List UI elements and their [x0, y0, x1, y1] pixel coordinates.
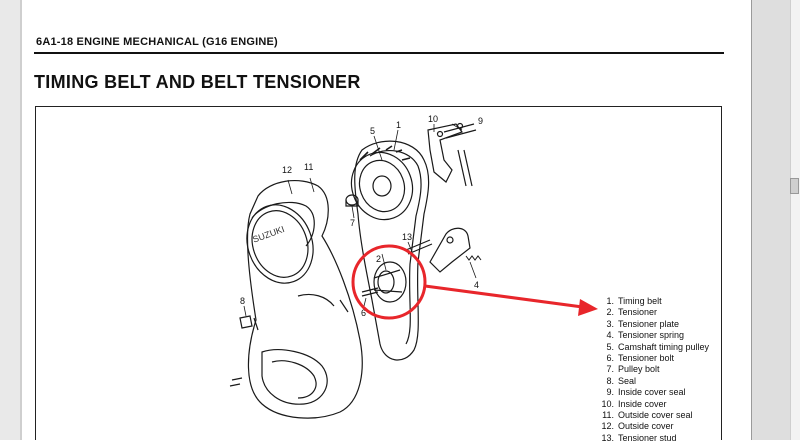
- legend-number: 5.: [606, 341, 614, 352]
- legend-item: 5. Camshaft timing pulley: [596, 342, 709, 353]
- tensioner-stud: [405, 239, 433, 255]
- parts-legend: 1. Timing belt 2. Tensioner 3. Tensioner plat…: [596, 296, 709, 444]
- annotation-circle: [351, 244, 427, 320]
- legend-label: Outside cover: [618, 421, 674, 432]
- legend-item: 1. Timing belt: [596, 296, 709, 307]
- left-window-margin: [0, 0, 20, 440]
- callout-6: 6: [361, 308, 366, 318]
- callout-5: 5: [370, 126, 375, 136]
- legend-label: Outside cover seal: [618, 410, 693, 421]
- callout-11: 11: [304, 162, 313, 172]
- tensioner-plate: [429, 227, 471, 273]
- tensioner-bolt: [361, 287, 379, 297]
- callout-4: 4: [474, 280, 479, 290]
- legend-number: 13.: [601, 432, 614, 443]
- figure-frame: [35, 106, 722, 440]
- legend-label: Tensioner stud: [618, 432, 677, 443]
- legend-number: 10.: [601, 398, 614, 409]
- legend-item: 9. Inside cover seal: [596, 387, 709, 398]
- callout-9: 9: [478, 116, 483, 126]
- legend-item: 12. Outside cover: [596, 421, 709, 432]
- timing-belt: [354, 140, 430, 361]
- tensioner-pulley: [373, 261, 407, 303]
- legend-number: 9.: [606, 387, 614, 398]
- callout-8: 8: [240, 296, 245, 306]
- legend-number: 1.: [606, 296, 614, 306]
- callout-2: 2: [376, 254, 381, 264]
- legend-item: 7. Pulley bolt: [596, 364, 709, 375]
- vertical-scrollbar[interactable]: [790, 0, 800, 440]
- legend-number: 8.: [606, 375, 614, 386]
- outside-cover-disc: [246, 204, 314, 284]
- callout-12: 12: [282, 165, 292, 175]
- legend-item: 3. Tensioner plate: [596, 319, 709, 330]
- callout-10: 10: [428, 114, 438, 124]
- legend-number: 2.: [606, 307, 614, 318]
- legend-number: 4.: [606, 330, 614, 341]
- legend-item: 10. Inside cover: [596, 399, 709, 410]
- cover-lettering: SUZUKI: [251, 224, 285, 245]
- legend-label: Timing belt: [618, 296, 662, 306]
- legend-item: 8. Seal: [596, 376, 709, 387]
- legend-label: Inside cover seal: [618, 387, 686, 398]
- legend-item: 13. Tensioner stud: [596, 433, 709, 444]
- legend-item: 2. Tensioner: [596, 307, 709, 318]
- legend-label: Inside cover: [618, 398, 667, 409]
- callout-7: 7: [350, 218, 355, 228]
- inside-cover-plate: [427, 123, 463, 183]
- legend-number: 7.: [606, 364, 614, 375]
- legend-label: Tensioner plate: [618, 318, 680, 329]
- outside-cover-rim: [251, 201, 315, 247]
- legend-item: 6. Tensioner bolt: [596, 353, 709, 364]
- legend-number: 3.: [606, 318, 614, 329]
- legend-number: 12.: [601, 421, 614, 432]
- callout-1: 1: [396, 120, 401, 130]
- section-title: TIMING BELT AND BELT TENSIONER: [34, 72, 361, 92]
- legend-label: Seal: [618, 375, 637, 386]
- left-margin-edge: [20, 0, 22, 440]
- legend-label: Tensioner spring: [618, 330, 685, 341]
- callout-13: 13: [402, 232, 412, 242]
- legend-label: Tensioner: [618, 307, 658, 318]
- legend-label: Tensioner bolt: [618, 353, 675, 364]
- red-annotation: [351, 244, 591, 320]
- legend-label: Pulley bolt: [618, 364, 660, 375]
- page-right-edge: [751, 0, 752, 440]
- seal-part: [239, 315, 253, 329]
- scrollbar-thumb[interactable]: [790, 178, 799, 194]
- legend-label: Camshaft timing pulley: [618, 341, 710, 352]
- page-header: 6A1-18 ENGINE MECHANICAL (G16 ENGINE): [36, 36, 278, 48]
- legend-number: 6.: [606, 353, 614, 364]
- legend-item: 11. Outside cover seal: [596, 410, 709, 421]
- header-rule: [34, 52, 724, 54]
- outside-cover: [246, 179, 363, 419]
- annotation-arrow-line: [424, 284, 591, 310]
- tensioner-spring: [465, 255, 482, 261]
- camshaft-pulley: [350, 151, 414, 221]
- legend-item: 4. Tensioner spring: [596, 330, 709, 341]
- legend-number: 11.: [602, 410, 614, 421]
- annotation-arrowhead: [578, 299, 598, 316]
